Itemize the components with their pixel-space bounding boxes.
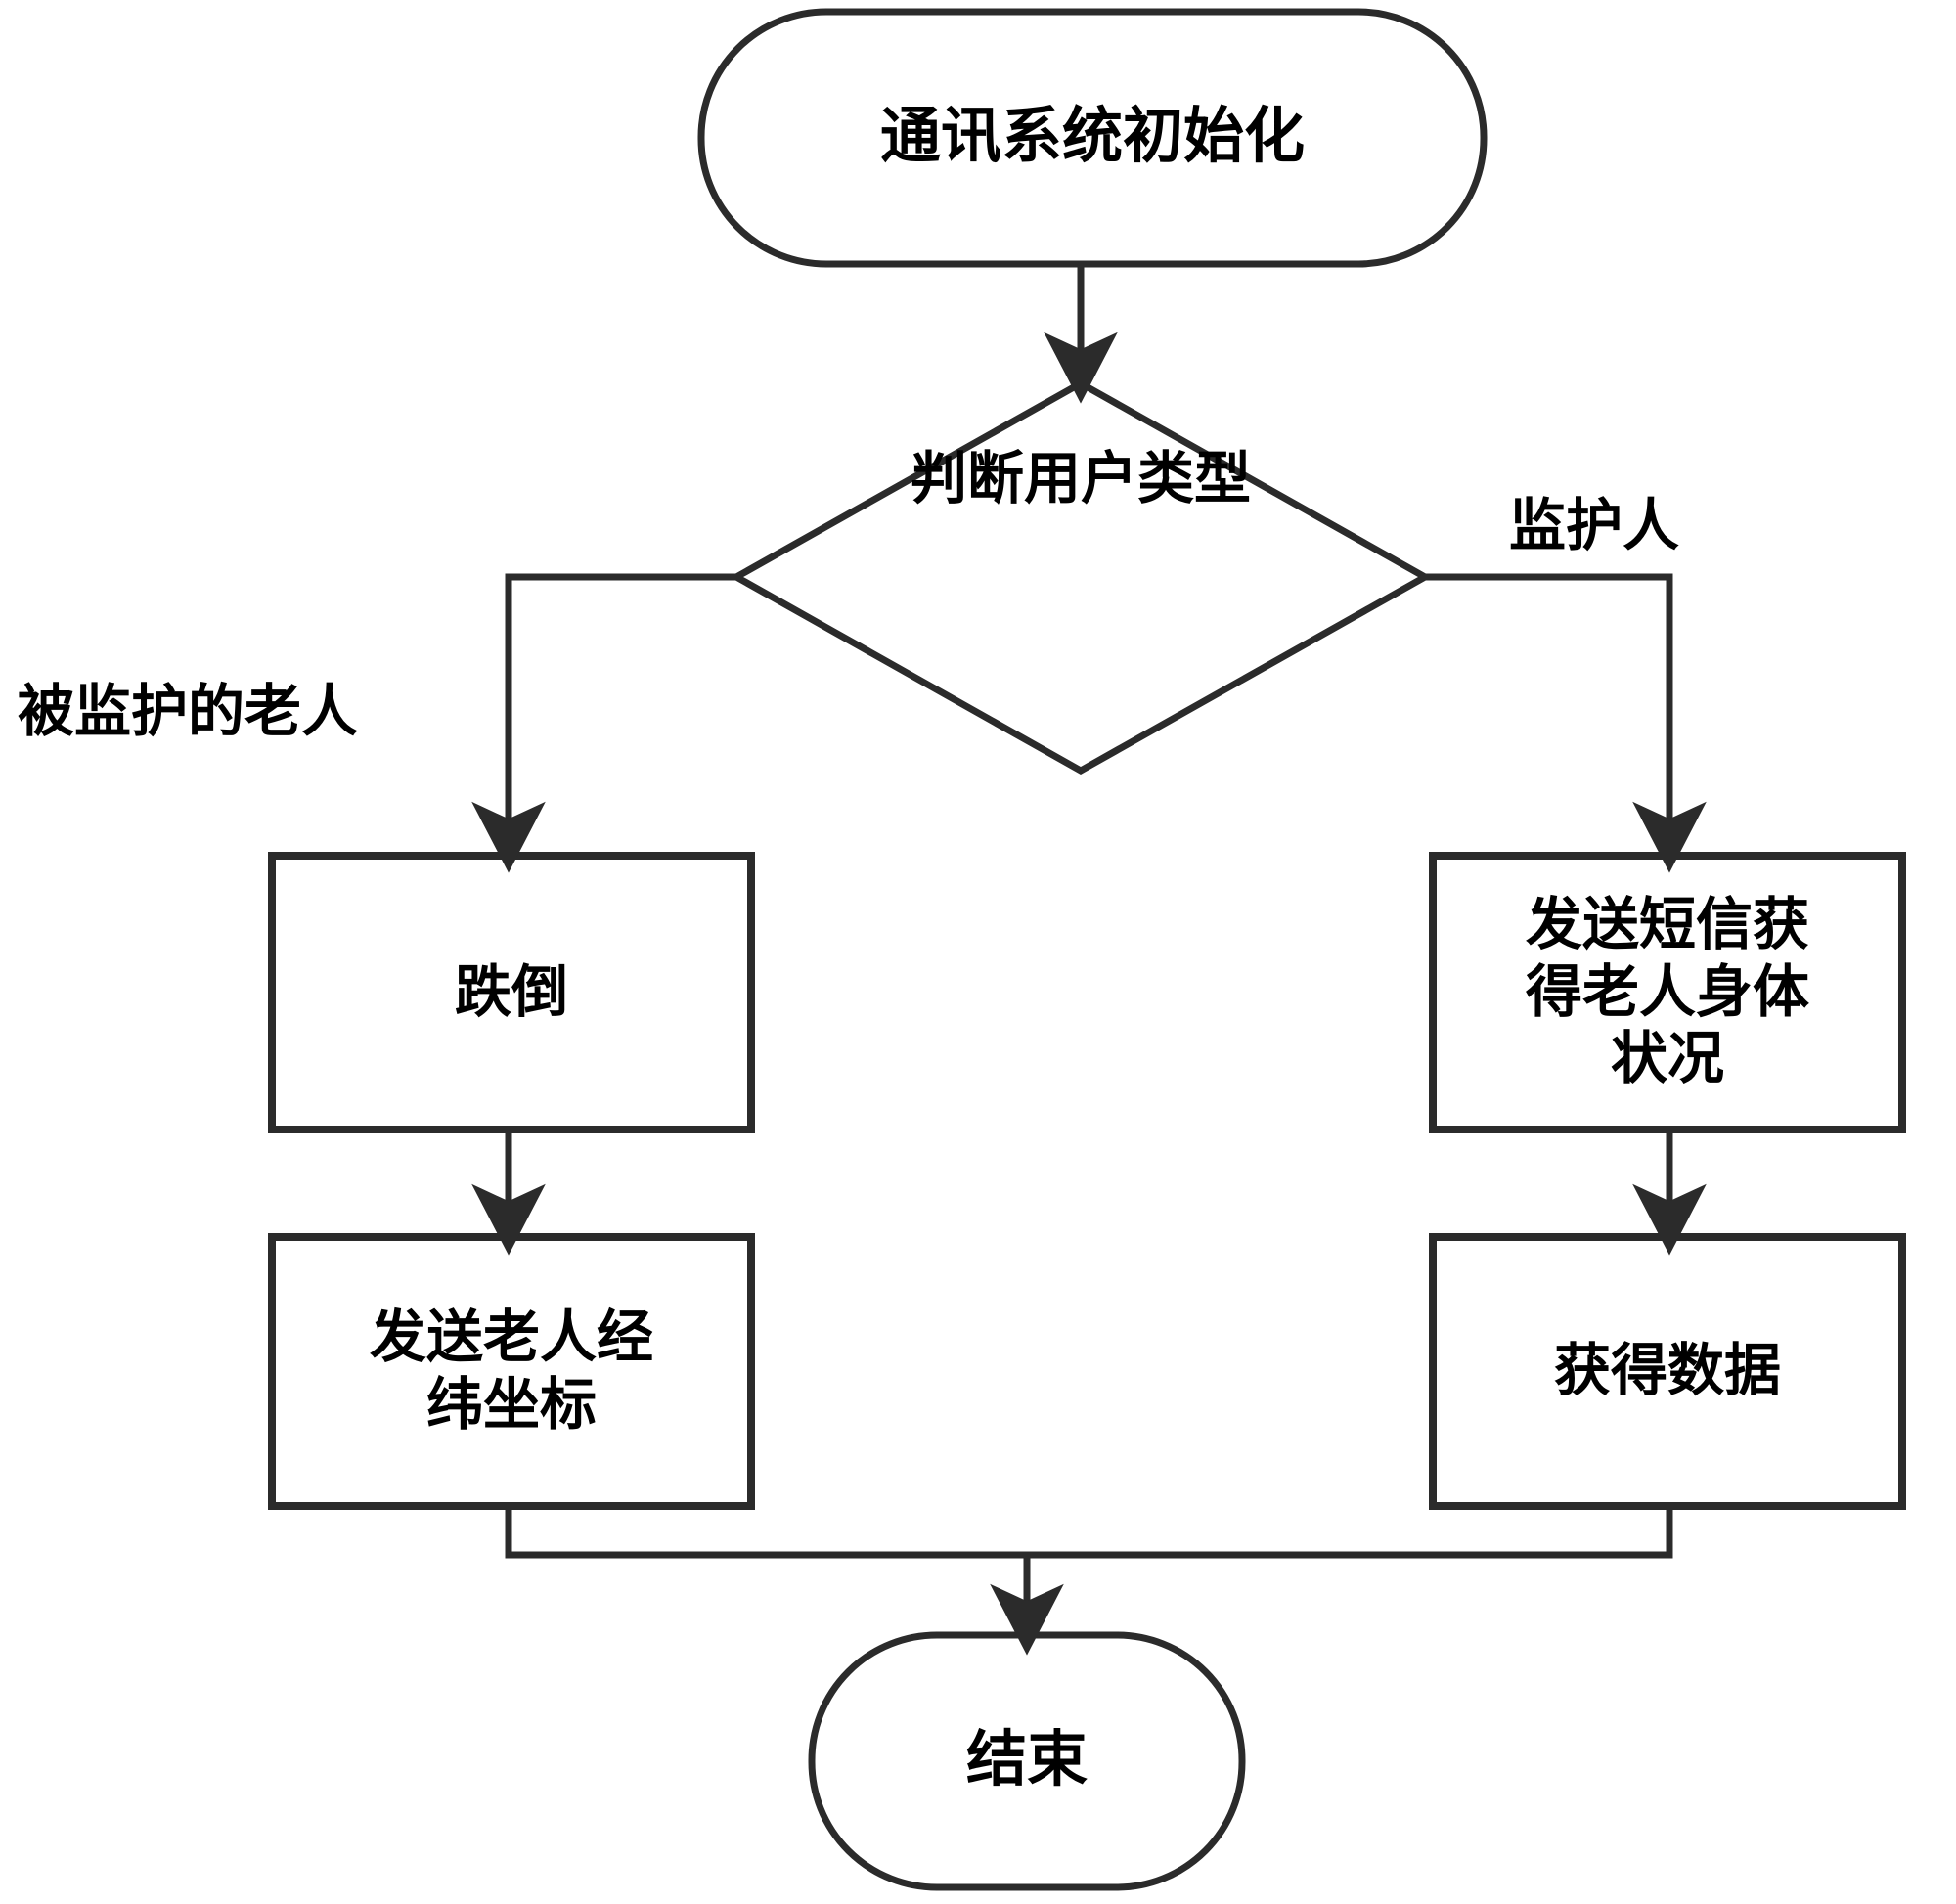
node-shape-end[interactable] xyxy=(808,1631,1246,1891)
edge-decision-to-sms xyxy=(1425,573,1707,873)
edge-decision-to-fall xyxy=(471,573,736,873)
edge-label-right-branch: 监护人 xyxy=(1509,494,1680,557)
node-shape-coords[interactable] xyxy=(268,1233,755,1510)
node-shape-fall[interactable] xyxy=(268,852,755,1133)
node-shape-sms[interactable] xyxy=(1429,852,1906,1133)
node-shape-start[interactable] xyxy=(697,8,1488,268)
edge-coords-to-end xyxy=(505,1506,1027,1559)
node-shape-data[interactable] xyxy=(1429,1233,1906,1510)
edge-label-left-branch: 被监护的老人 xyxy=(18,680,359,743)
edge-data-to-end xyxy=(1027,1506,1673,1559)
node-shape-decision[interactable] xyxy=(729,378,1433,775)
